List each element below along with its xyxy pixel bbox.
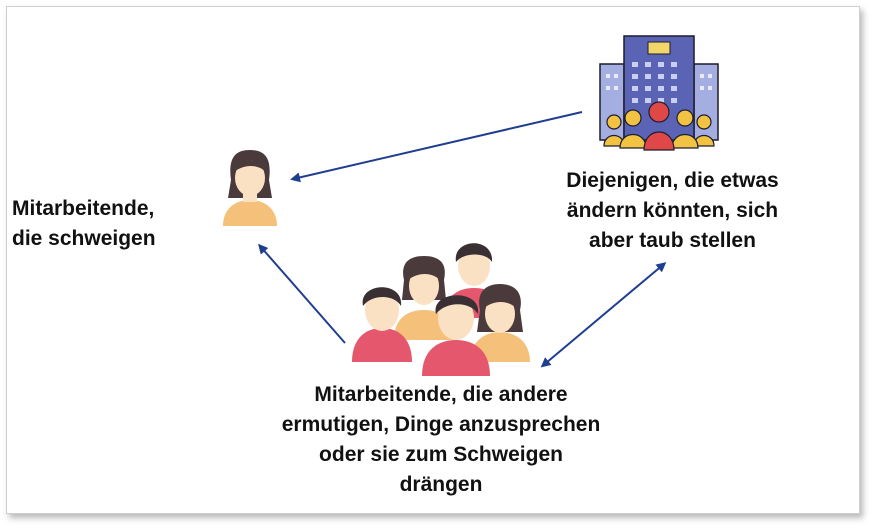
label-silent-line-2: die schweigen <box>12 227 156 250</box>
label-group-line-4: drängen <box>399 473 483 496</box>
label-silent-employees: Mitarbeitende, die schweigen <box>12 194 212 254</box>
arrow-management-to-silent <box>290 111 583 183</box>
arrow-group-management-bidirectional <box>540 262 667 368</box>
person-front-center-man <box>422 295 490 376</box>
label-management-line-3: aber taub stellen <box>589 229 756 252</box>
label-management: Diejenigen, die etwas ändern könnten, si… <box>545 166 800 256</box>
label-management-line-2: ändern könnten, sich <box>566 199 779 222</box>
arrow-group-to-silent <box>258 243 346 344</box>
office-building-crowd-icon <box>599 35 719 151</box>
woman-silent-icon <box>223 150 277 226</box>
label-group-line-1: Mitarbeitende, die andere <box>314 383 568 406</box>
label-group-line-2: ermutigen, Dinge anzusprechen <box>281 413 601 436</box>
label-management-line-1: Diejenigen, die etwas <box>566 169 779 192</box>
label-group: Mitarbeitende, die andere ermutigen, Din… <box>266 380 616 500</box>
label-group-line-3: oder sie zum Schweigen <box>319 443 563 466</box>
person-front-left-man <box>352 287 412 362</box>
people-group-icon <box>352 243 530 376</box>
person-right-woman <box>470 284 530 362</box>
label-silent-line-1: Mitarbeitende, <box>12 197 155 220</box>
